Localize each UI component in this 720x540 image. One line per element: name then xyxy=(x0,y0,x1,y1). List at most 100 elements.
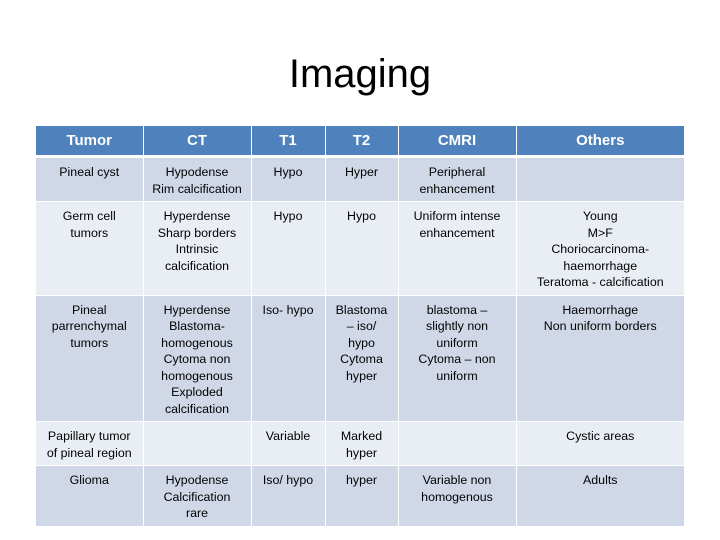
cell-tumor: Germ cell tumors xyxy=(36,201,144,296)
cell-line: Teratoma - calcification xyxy=(536,275,664,289)
cell-line: Germ cell xyxy=(62,209,116,223)
cell-line: Hypo xyxy=(273,209,303,223)
header-cmri: CMRI xyxy=(398,126,517,158)
cell-line: Exploded xyxy=(171,385,223,399)
cell-line: Intrinsic xyxy=(175,242,219,256)
cell-line: Hypo xyxy=(347,209,376,223)
slide-title: Imaging xyxy=(288,52,432,96)
cell-ct xyxy=(143,421,252,466)
cell-t2: Hypo xyxy=(325,201,399,296)
cell-line: calcification xyxy=(164,401,230,416)
cell-line: Variable xyxy=(265,429,311,443)
cell-line: tumors xyxy=(70,335,109,350)
cell-cmri: Uniform intense enhancement xyxy=(398,201,517,296)
cell-line: homogenous xyxy=(421,489,493,504)
cell-line: slightly non xyxy=(426,319,488,333)
cell-line: Hyper xyxy=(344,165,379,179)
cell-t2: Marked hyper xyxy=(325,421,399,466)
cell-line: Cytoma xyxy=(340,352,383,366)
cell-line: parrenchymal xyxy=(51,319,127,333)
cell-cmri xyxy=(398,421,517,466)
cell-t2: Hyper xyxy=(325,156,399,202)
cell-tumor: Papillary tumor of pineal region xyxy=(36,421,144,466)
cell-line: homogenous xyxy=(161,335,233,350)
cell-line: Glioma xyxy=(69,473,109,487)
cell-line: Hyperdense xyxy=(163,209,231,223)
cell-line: hypo xyxy=(348,335,375,350)
cell-line: Cytoma non xyxy=(163,352,231,366)
header-t1: T1 xyxy=(251,126,326,158)
cell-line: Rim calcification xyxy=(152,181,242,196)
cell-line: Calcification xyxy=(163,489,231,504)
table-header-row: Tumor CT T1 T2 CMRI Others xyxy=(36,126,684,158)
cell-cmri: Variable non homogenous xyxy=(398,465,517,527)
cell-line: of pineal region xyxy=(46,445,132,460)
cell-t1: Hypo xyxy=(251,156,326,202)
cell-line: Blastoma- xyxy=(169,319,225,333)
cell-line: Cystic areas xyxy=(566,429,635,443)
cell-line: Blastoma xyxy=(335,302,388,317)
cell-others xyxy=(516,156,684,202)
cell-line: homogenous xyxy=(161,368,233,383)
cell-line: Pineal cyst xyxy=(59,165,120,179)
cell-tumor: Pineal parrenchymal tumors xyxy=(36,295,144,422)
cell-line: Sharp borders xyxy=(157,225,237,240)
cell-line: Hypo xyxy=(273,165,303,179)
cell-line: Marked xyxy=(340,429,383,443)
cell-line: rare xyxy=(185,506,209,520)
cell-line: Cytoma – non xyxy=(418,352,496,366)
cell-others: Adults xyxy=(516,465,684,527)
cell-t1: Iso/ hypo xyxy=(251,465,326,527)
cell-line: hyper xyxy=(346,473,377,487)
cell-others: Cystic areas xyxy=(516,421,684,466)
table-row: Papillary tumor of pineal region Variable M… xyxy=(36,421,684,466)
cell-line: uniform xyxy=(436,368,478,383)
cell-line: uniform xyxy=(436,335,478,350)
cell-line: Hypodense xyxy=(165,165,229,179)
cell-line: Hyperdense xyxy=(163,302,231,317)
cell-line: Non uniform borders xyxy=(543,319,657,333)
cell-line: hyper xyxy=(346,368,377,383)
cell-line: Pineal xyxy=(72,302,107,317)
cell-line: Haemorrhage xyxy=(562,302,639,317)
cell-line: Peripheral xyxy=(428,165,486,179)
cell-t1: Iso- hypo xyxy=(251,295,326,422)
cell-t1: Hypo xyxy=(251,201,326,296)
header-ct: CT xyxy=(143,126,252,158)
header-others: Others xyxy=(516,126,684,158)
cell-line: Choriocarcinoma- xyxy=(551,242,650,256)
cell-line: Adults xyxy=(583,473,618,487)
cell-line: Iso- hypo xyxy=(262,302,314,317)
header-t2: T2 xyxy=(325,126,399,158)
cell-t1: Variable xyxy=(251,421,326,466)
cell-line: enhancement xyxy=(419,181,495,196)
cell-line: tumors xyxy=(70,225,109,240)
cell-line: enhancement xyxy=(419,225,495,240)
cell-line: – iso/ xyxy=(346,319,377,333)
cell-line: hyper xyxy=(346,445,377,460)
cell-line: Variable non xyxy=(422,473,492,487)
cell-line: Iso/ hypo xyxy=(262,473,314,487)
cell-line: haemorrhage xyxy=(563,258,638,273)
cell-line: Papillary tumor xyxy=(47,429,131,443)
cell-t2: hyper xyxy=(325,465,399,527)
cell-tumor: Pineal cyst xyxy=(36,156,144,202)
cell-tumor: Glioma xyxy=(36,465,144,527)
cell-line: Uniform intense xyxy=(413,209,501,223)
cell-line: blastoma – xyxy=(426,302,488,317)
